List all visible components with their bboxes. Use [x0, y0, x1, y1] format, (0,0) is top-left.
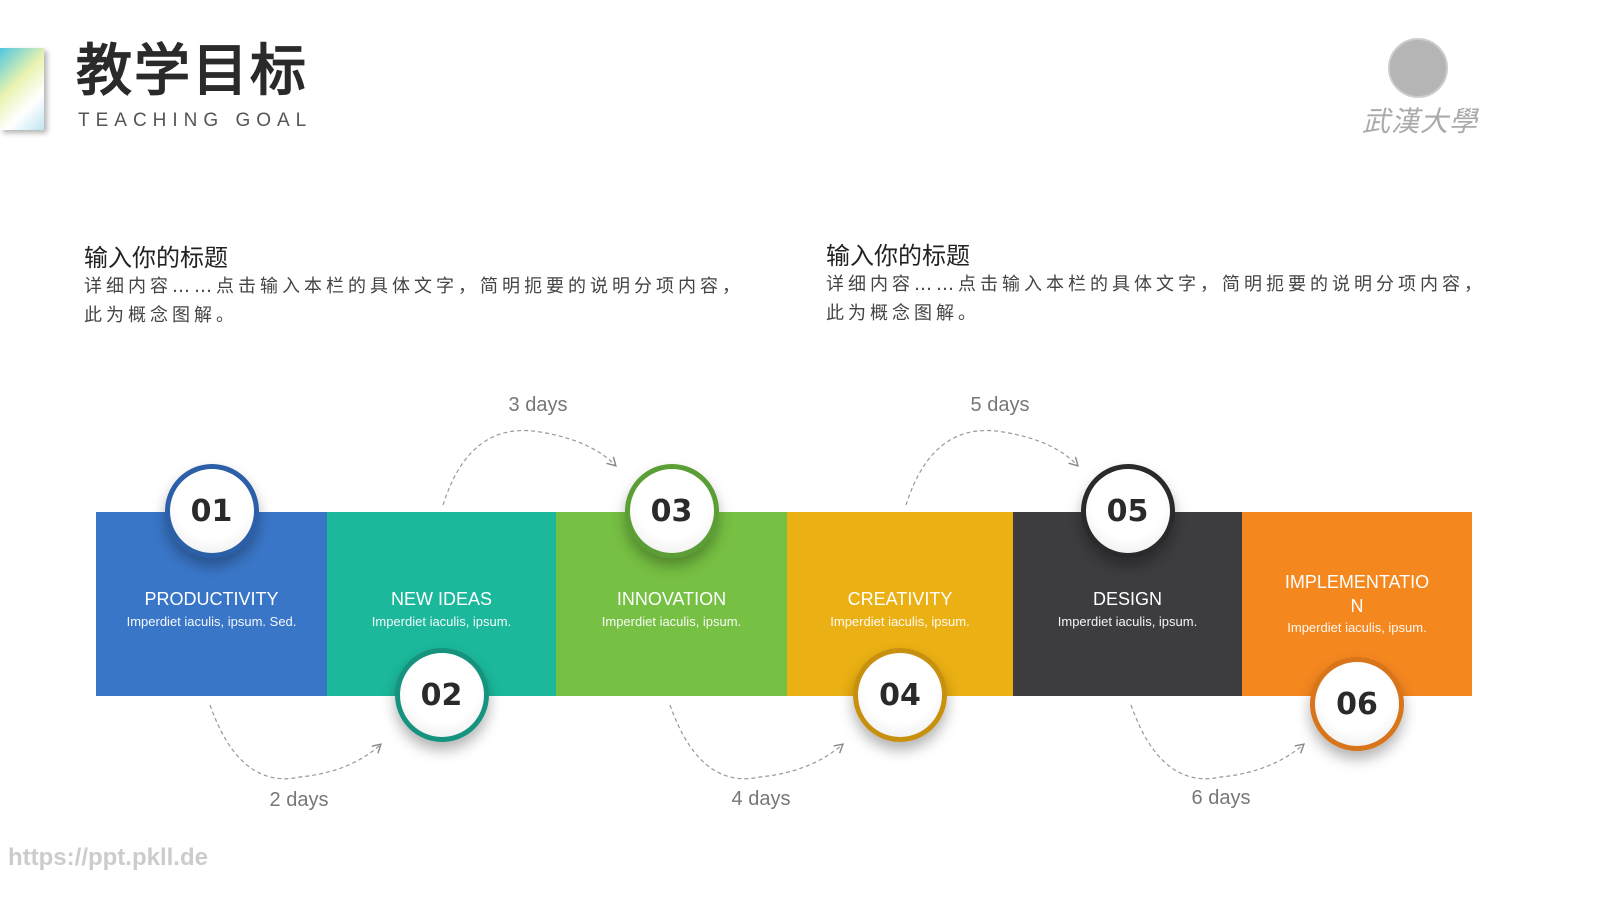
step-title: DESIGN: [1092, 589, 1162, 609]
arrow-3-4: [669, 704, 842, 780]
step-number-badge: 01: [164, 464, 259, 558]
duration-label: 3 days: [508, 394, 568, 416]
watermark: https://ppt.pkll.de: [8, 844, 208, 871]
seal-icon: [1388, 38, 1448, 98]
arrow-1-2: [209, 704, 380, 780]
step-description: Imperdiet iaculis, ipsum.: [371, 614, 512, 629]
duration-label: 4 days: [731, 788, 791, 810]
page-title: 教学目标: [76, 39, 308, 104]
step-title: CREATIVITY: [847, 589, 953, 609]
section-body-1: 详细内容……点击输入本栏的具体文字，简明扼要的说明分项内容，此为概念图解。: [84, 276, 744, 326]
step-title: NEW IDEAS: [390, 589, 492, 609]
arrow-2-3: [442, 430, 615, 506]
step-title: PRODUCTIVITY: [144, 589, 279, 609]
decorative-gradient-square: [0, 48, 44, 130]
step-description: Imperdiet iaculis, ipsum.: [1057, 614, 1198, 629]
step-title: IMPLEMENTATION: [1284, 572, 1430, 616]
section-title-2: 输入你的标题: [826, 242, 970, 270]
duration-label: 2 days: [269, 789, 329, 811]
arrow-4-5: [905, 430, 1077, 506]
step-number-badge: 03: [624, 464, 719, 558]
step-description: Imperdiet iaculis, ipsum. Sed.: [126, 614, 297, 629]
section-title-1: 输入你的标题: [84, 244, 228, 272]
logo-text: 武漢大學: [1361, 105, 1478, 138]
duration-label: 6 days: [1191, 787, 1251, 809]
step-block: INNOVATION Imperdiet iaculis, ipsum.: [556, 512, 787, 696]
step-number-badge: 05: [1080, 464, 1175, 558]
step-number-badge: 04: [853, 648, 947, 742]
step-description: Imperdiet iaculis, ipsum.: [1287, 620, 1427, 635]
step-number-badge: 06: [1310, 657, 1404, 751]
duration-label: 5 days: [970, 394, 1030, 416]
section-body-2: 详细内容……点击输入本栏的具体文字，简明扼要的说明分项内容，此为概念图解。: [826, 274, 1486, 324]
step-number-badge: 02: [394, 648, 489, 742]
university-logo: 武漢大學: [1360, 36, 1480, 140]
step-title: INNOVATION: [616, 589, 727, 609]
step-description: Imperdiet iaculis, ipsum.: [601, 614, 742, 629]
step-description: Imperdiet iaculis, ipsum.: [830, 614, 970, 629]
page-subtitle: TEACHING GOAL: [78, 110, 313, 131]
arrow-5-6: [1130, 704, 1303, 780]
